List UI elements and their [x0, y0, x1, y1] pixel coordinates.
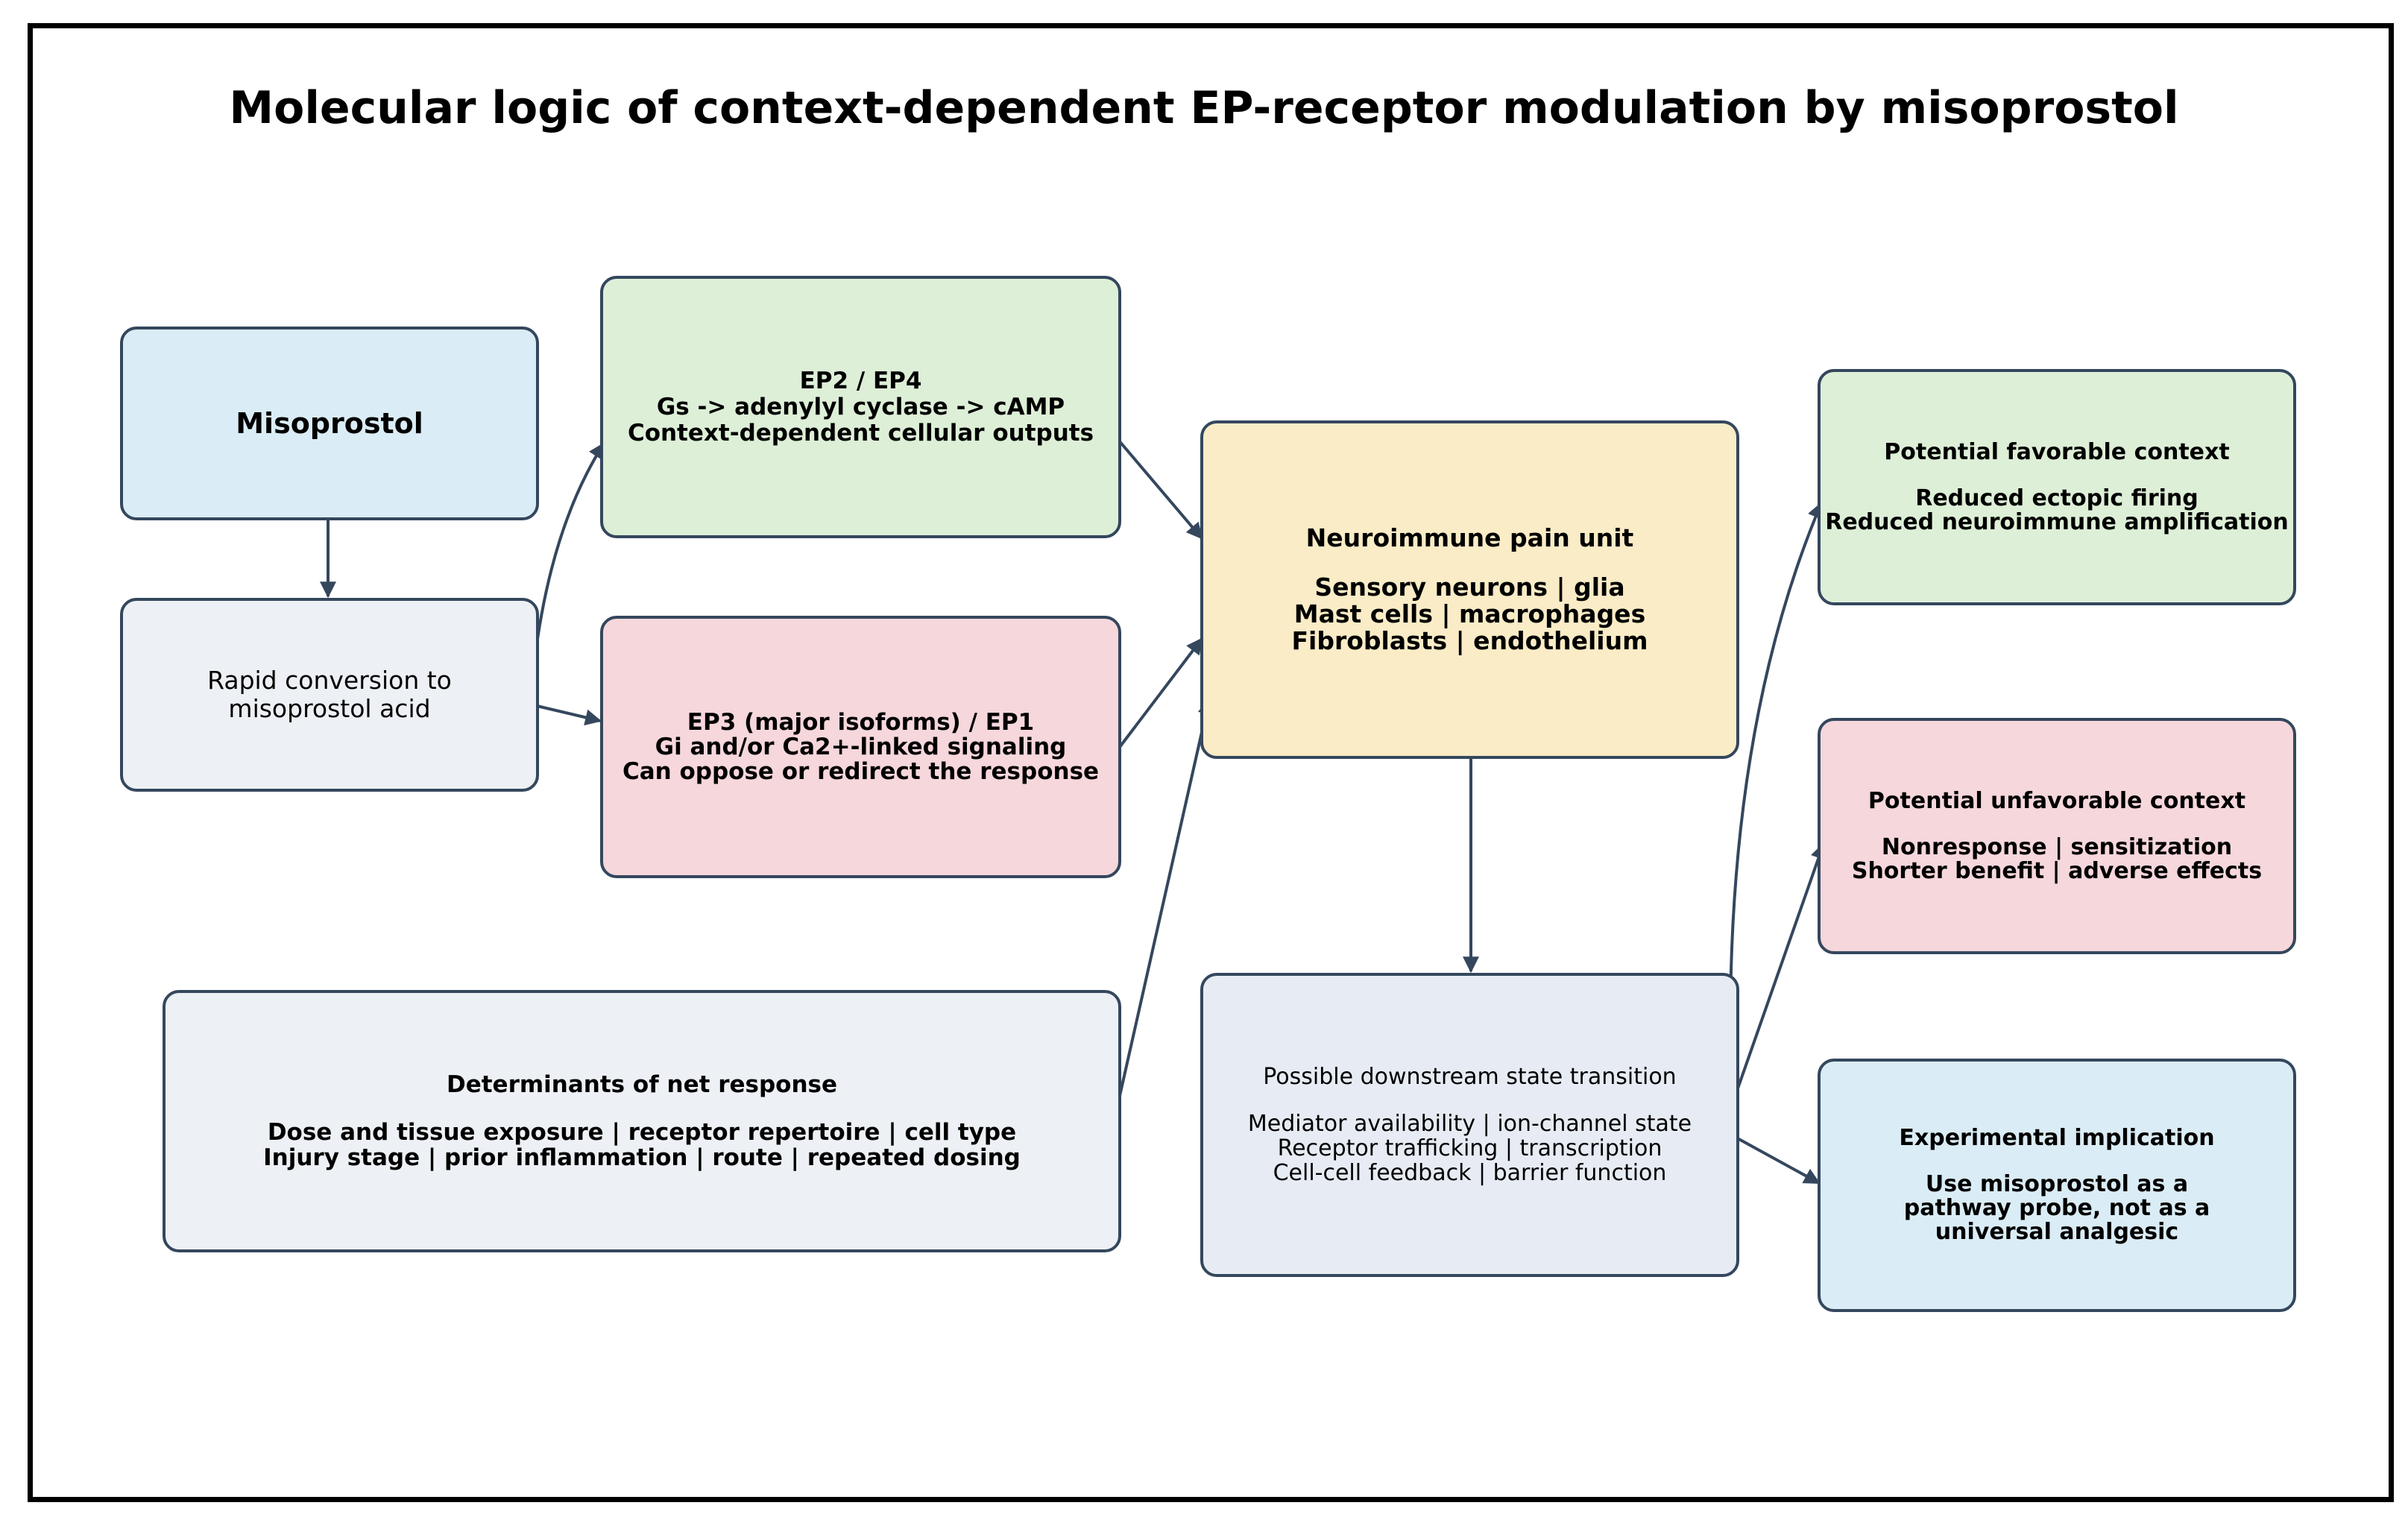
favorable-heading: Potential favorable context [1884, 438, 2230, 465]
ep24-line-3: Context-dependent cellular outputs [627, 419, 1094, 447]
downstream-line-1: Mediator availability | ion-channel stat… [1247, 1111, 1692, 1137]
arrow-ep24-to-unit [1117, 438, 1203, 540]
arrow-ep31-to-unit [1118, 637, 1203, 748]
arrow-determinants-to-unit [1115, 697, 1214, 1113]
ep24-line-2: Gs -> adenylyl cyclase -> cAMP [656, 393, 1065, 420]
arrow-conversion-to-ep31 [530, 703, 602, 726]
downstream-line-2: Receptor trafficking | transcription [1277, 1135, 1662, 1161]
determinants-line-2: Injury stage | prior inflammation | rout… [263, 1144, 1021, 1171]
implication-heading: Experimental implication [1899, 1125, 2215, 1151]
node-ep3-ep1: EP3 (major isoforms) / EP1 Gi and/or Ca2… [600, 616, 1121, 878]
implication-line-1: Use misoprostol as a [1925, 1171, 2189, 1197]
ep31-line-3: Can oppose or redirect the response [622, 757, 1100, 785]
node-unfavorable-context: Potential unfavorable context Nonrespons… [1818, 718, 2296, 954]
unit-line-1: Sensory neurons | glia [1314, 573, 1625, 602]
arrow-downstream-to-favorable [1729, 501, 1824, 1082]
conversion-line-2: misoprostol acid [228, 694, 431, 723]
unit-line-2: Mast cells | macrophages [1293, 599, 1646, 628]
unit-heading: Neuroimmune pain unit [1305, 523, 1634, 552]
unfavorable-line-2: Shorter benefit | adverse effects [1851, 857, 2263, 884]
conversion-line-1: Rapid conversion to [207, 666, 452, 695]
favorable-line-1: Reduced ectopic firing [1915, 485, 2199, 511]
unfavorable-heading: Potential unfavorable context [1868, 787, 2246, 814]
implication-line-2: pathway probe, not as a [1903, 1195, 2210, 1221]
node-favorable-context: Potential favorable context Reduced ecto… [1818, 369, 2296, 605]
node-neuroimmune-pain-unit: Neuroimmune pain unit Sensory neurons | … [1200, 420, 1739, 759]
node-downstream-transition: Possible downstream state transition Med… [1200, 973, 1739, 1277]
downstream-line-3: Cell-cell feedback | barrier function [1273, 1160, 1667, 1186]
unfavorable-line-1: Nonresponse | sensitization [1881, 833, 2233, 860]
determinants-line-1: Dose and tissue exposure | receptor repe… [267, 1119, 1017, 1146]
favorable-line-2: Reduced neuroimmune amplification [1825, 508, 2289, 535]
node-experimental-implication: Experimental implication Use misoprostol… [1818, 1059, 2296, 1312]
arrow-downstream-to-unfavorable [1731, 842, 1827, 1104]
misoprostol-label: Misoprostol [236, 407, 423, 440]
diagram-title: Molecular logic of context-dependent EP-… [229, 82, 2179, 134]
ep31-line-1: EP3 (major isoforms) / EP1 [687, 708, 1035, 736]
ep24-line-1: EP2 / EP4 [799, 367, 922, 394]
node-misoprostol: Misoprostol [120, 327, 539, 520]
downstream-heading: Possible downstream state transition [1263, 1064, 1677, 1090]
unit-line-3: Fibroblasts | endothelium [1291, 626, 1648, 655]
ep31-line-2: Gi and/or Ca2+-linked signaling [655, 733, 1067, 760]
arrow-downstream-to-implication [1734, 1135, 1821, 1185]
node-conversion: Rapid conversion to misoprostol acid [120, 598, 539, 792]
arrow-conversion-to-ep24 [529, 442, 605, 698]
determinants-heading: Determinants of net response [446, 1071, 838, 1098]
node-ep2-ep4: EP2 / EP4 Gs -> adenylyl cyclase -> cAMP… [600, 276, 1121, 538]
implication-line-3: universal analgesic [1935, 1219, 2179, 1245]
node-determinants: Determinants of net response Dose and ti… [163, 990, 1121, 1252]
